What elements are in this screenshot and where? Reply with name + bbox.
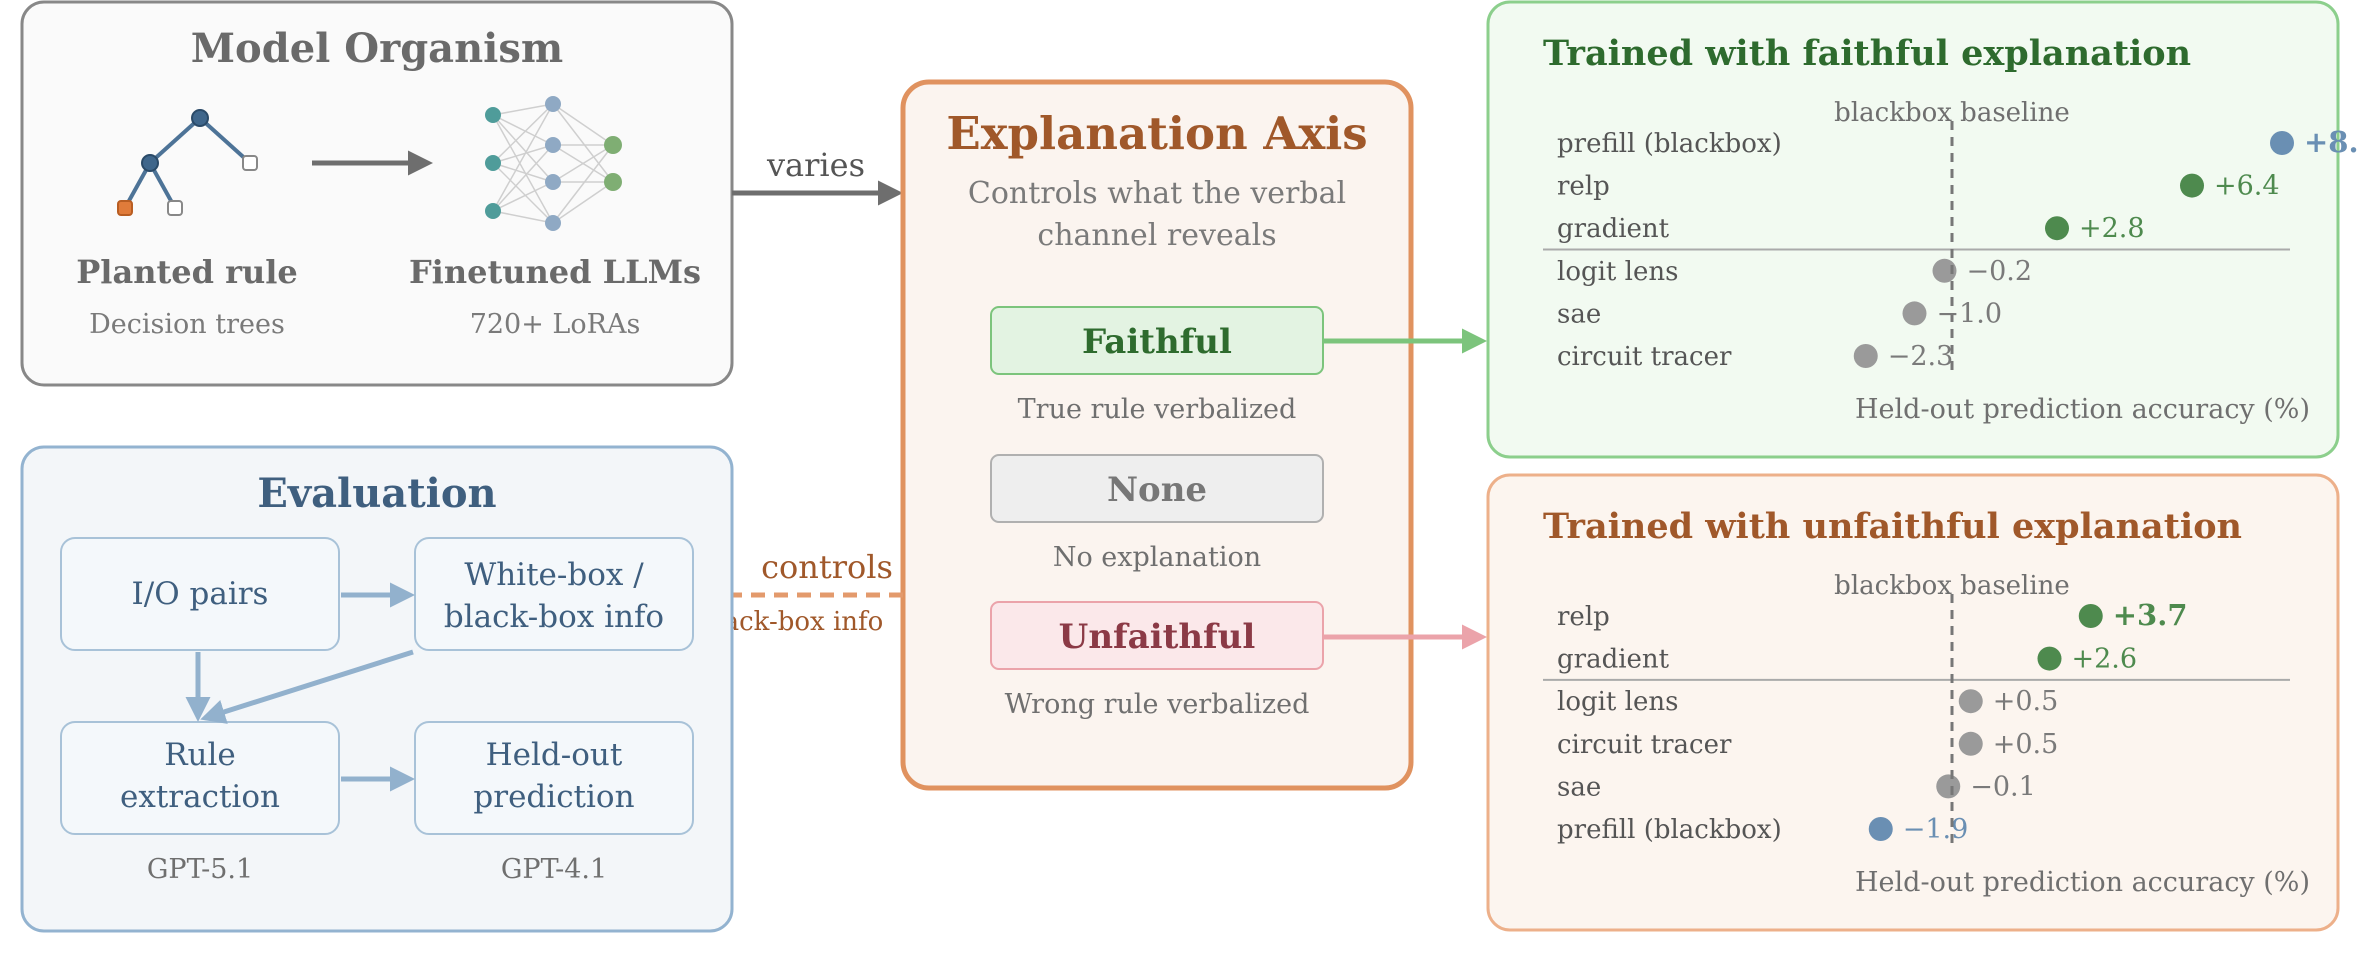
method-label: prefill (blackbox) [1557, 129, 1782, 159]
value-label: +2.8 [2079, 213, 2145, 244]
none-option-caption: No explanation [1053, 542, 1261, 573]
io-pairs-box [60, 537, 340, 651]
heldout-line1: Held-out [486, 737, 623, 773]
rule-extraction-line1: Rule [164, 737, 236, 773]
model-organism-panel: Model Organism Planted rule Decision tre… [20, 0, 734, 387]
value-label: −1.0 [1937, 298, 2003, 329]
finetuned-llms-title: Finetuned LLMs [409, 253, 701, 291]
value-label: −2.3 [1888, 341, 1954, 372]
evaluation-panel: Evaluation I/O pairs White-box / black-b… [20, 445, 734, 933]
unfaithful-chart-panel: Trained with unfaithful explanation blac… [1486, 473, 2340, 932]
faithful-chart-panel: Trained with faithful explanation blackb… [1486, 0, 2359, 459]
method-label: relp [1557, 602, 1610, 632]
method-label: circuit tracer [1557, 730, 1732, 760]
explanation-axis-title: Explanation Axis [946, 107, 1367, 160]
finetuned-llms-subtitle: 720+ LoRAs [470, 309, 641, 340]
data-point [1868, 817, 1893, 841]
model-organism-title: Model Organism [191, 25, 563, 72]
data-point [2180, 173, 2204, 198]
heldout-model-label: GPT-4.1 [501, 854, 607, 885]
varies-connector: varies [732, 146, 903, 206]
data-point [1932, 258, 1957, 283]
method-label: gradient [1557, 214, 1670, 244]
controls-label: controls [761, 548, 893, 586]
data-point [2270, 131, 2294, 155]
method-label: logit lens [1557, 687, 1678, 717]
faithful-xlabel: Held-out prediction accuracy (%) [1855, 394, 2310, 425]
data-point [2078, 604, 2103, 628]
method-label: sae [1557, 299, 1601, 329]
none-option-label: None [1107, 470, 1207, 510]
info-box [414, 537, 694, 651]
faithful-option-label: Faithful [1082, 322, 1232, 362]
value-label: +6.4 [2214, 171, 2280, 202]
heldout-box [414, 721, 694, 835]
varies-label: varies [766, 146, 865, 184]
value-label: −1.9 [1903, 814, 1969, 845]
data-point [2045, 216, 2069, 241]
value-label: −0.2 [1967, 256, 2033, 287]
planted-rule-subtitle: Decision trees [89, 309, 285, 340]
data-point [2037, 646, 2062, 671]
explanation-axis-subtitle-line2: channel reveals [1037, 218, 1276, 253]
value-label: +0.5 [1993, 729, 2059, 760]
faithful-chart-plot: prefill (blackbox) +8.8 relp +6.4 gradient +2… [1543, 121, 2359, 374]
value-label: +0.5 [1993, 686, 2059, 717]
evaluation-title: Evaluation [257, 470, 496, 517]
faithful-option-caption: True rule verbalized [1018, 394, 1297, 425]
data-point [1958, 689, 1983, 714]
unfaithful-xlabel: Held-out prediction accuracy (%) [1855, 867, 2310, 898]
info-label-line2: black-box info [444, 599, 664, 635]
unfaithful-option-caption: Wrong rule verbalized [1005, 689, 1310, 720]
neural-network-icon [485, 96, 622, 231]
explanation-axis-subtitle-line1: Controls what the verbal [968, 176, 1346, 211]
info-to-rule-arrow [200, 649, 414, 724]
method-label: logit lens [1557, 257, 1678, 287]
value-label: +2.6 [2072, 644, 2138, 675]
info-label-line1: White-box / [464, 557, 644, 593]
none-option-box [990, 454, 1324, 523]
data-point [1958, 731, 1983, 756]
method-label: circuit tracer [1557, 342, 1732, 372]
method-label: sae [1557, 772, 1601, 802]
faithful-chart-title: Trained with faithful explanation [1543, 33, 2191, 74]
planted-rule-title: Planted rule [76, 253, 298, 291]
rule-extraction-line2: extraction [120, 779, 280, 815]
value-label: +3.7 [2113, 598, 2188, 632]
explanation-axis-panel: Explanation Axis Controls what the verba… [900, 79, 1414, 791]
unfaithful-option-label: Unfaithful [1059, 617, 1256, 657]
unfaithful-chart-plot: relp +3.7 gradient +2.6 logit lens +0.5 circui… [1543, 594, 2290, 847]
method-label: prefill (blackbox) [1557, 815, 1782, 845]
decision-tree-icon [117, 109, 258, 216]
rule-model-label: GPT-5.1 [147, 854, 253, 885]
method-label: gradient [1557, 645, 1670, 675]
data-point [1853, 344, 1878, 368]
value-label: −0.1 [1970, 771, 2036, 802]
data-point [1902, 301, 1927, 326]
unfaithful-chart-title: Trained with unfaithful explanation [1543, 506, 2242, 547]
heldout-line2: prediction [473, 779, 634, 815]
data-point [1936, 774, 1961, 799]
rule-extraction-box [60, 721, 340, 835]
io-pairs-label: I/O pairs [132, 576, 269, 612]
method-label: relp [1557, 172, 1610, 202]
value-label: +8.8 [2304, 125, 2359, 159]
